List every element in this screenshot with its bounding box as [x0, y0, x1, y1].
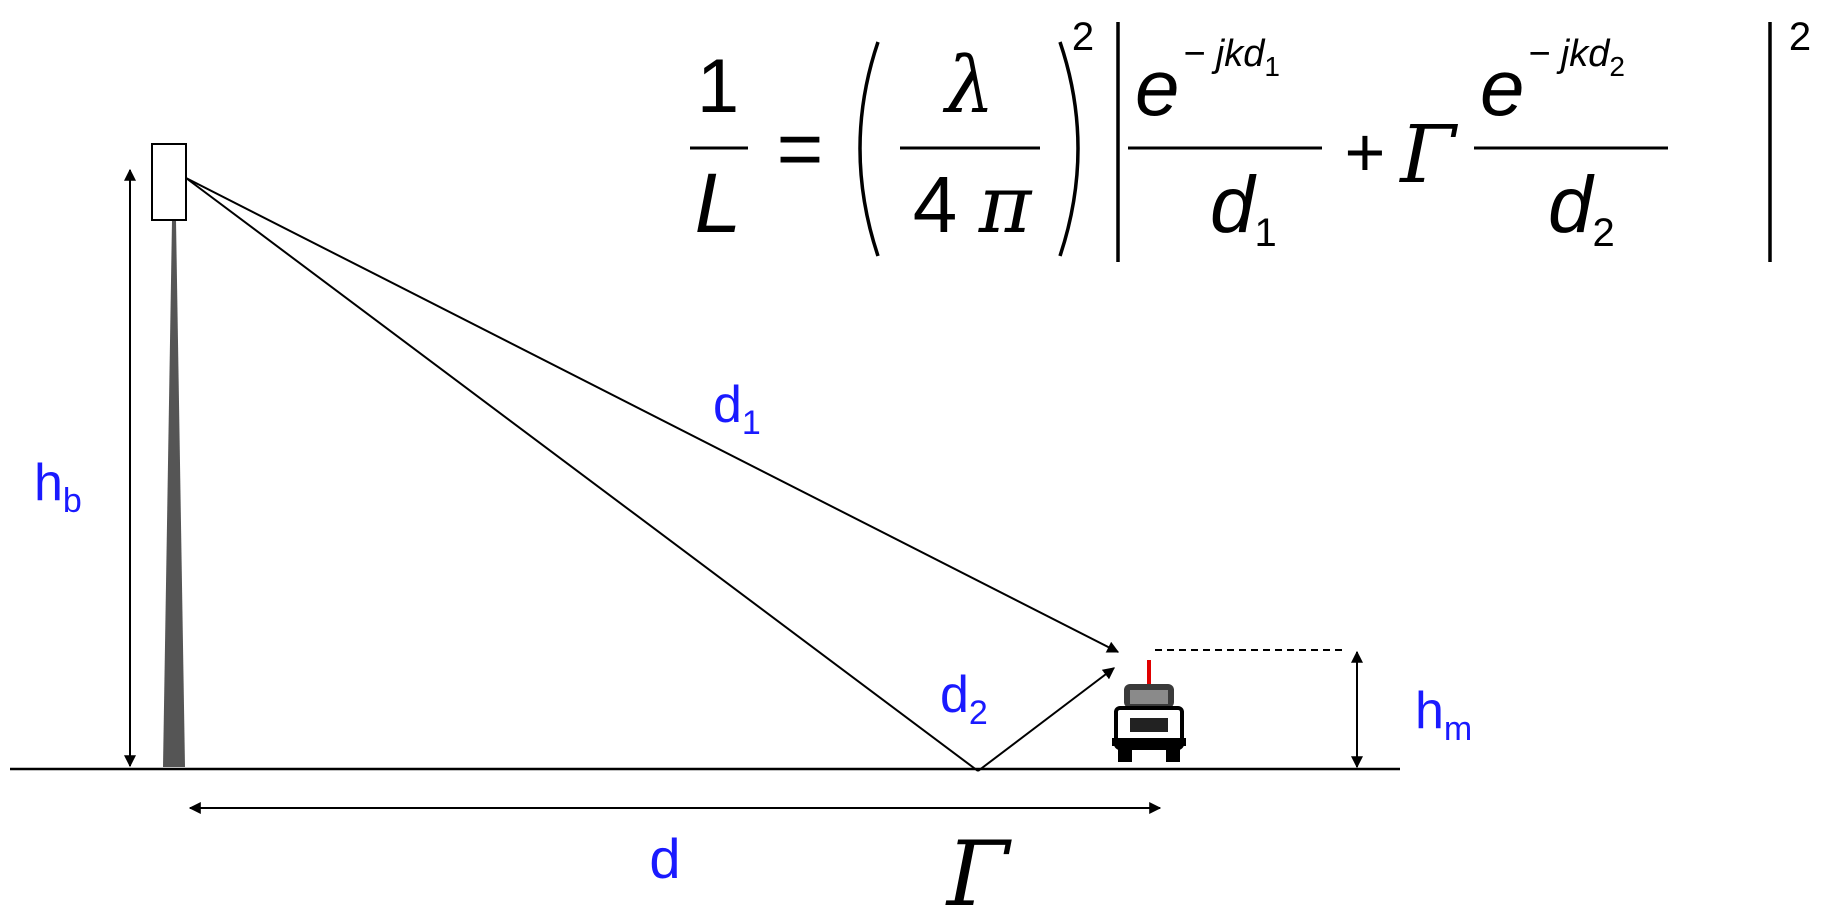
- eq-four: 4: [913, 160, 958, 249]
- eq-exp-2-base: e: [1480, 43, 1525, 132]
- gamma-reflection-label: Γ: [945, 822, 1013, 907]
- eq-left-paren: [858, 41, 880, 257]
- eq-exp-2-sup: − jkd2: [1528, 33, 1625, 82]
- vehicle-grille: [1130, 718, 1168, 732]
- eq-equals: =: [777, 104, 824, 193]
- eq-lhs-denominator: L: [695, 156, 742, 250]
- eq-den-1: d1: [1210, 160, 1277, 255]
- eq-gamma: Γ: [1398, 108, 1458, 201]
- eq-lambda: λ: [942, 41, 994, 131]
- vehicle-wheel-left: [1118, 746, 1132, 762]
- eq-square-1: 2: [1072, 15, 1094, 59]
- hb-label: hb: [34, 454, 82, 520]
- eq-den-2: d2: [1548, 160, 1615, 255]
- base-station: [151, 143, 187, 767]
- vehicle-window: [1130, 690, 1168, 704]
- d1-label: d1: [713, 376, 761, 442]
- vehicle-wheel-right: [1166, 746, 1180, 762]
- eq-pi: π: [978, 158, 1033, 251]
- tower-mast: [163, 220, 185, 767]
- tower-antenna-box: [151, 143, 187, 221]
- eq-right-paren: [1058, 41, 1080, 257]
- mobile-vehicle: [1112, 660, 1186, 762]
- direct-ray-d1: [185, 177, 1120, 653]
- d-label: d: [649, 827, 680, 890]
- reflected-ray-incident: [185, 177, 979, 772]
- hm-label: hm: [1415, 682, 1472, 748]
- reflected-ray-outgoing: [977, 667, 1115, 772]
- eq-exp-1-base: e: [1135, 43, 1180, 132]
- eq-square-2: 2: [1789, 15, 1811, 59]
- d2-label: d2: [940, 666, 988, 732]
- eq-exp-1-sup: − jkd1: [1183, 33, 1280, 82]
- eq-plus: +: [1345, 113, 1386, 191]
- eq-lhs-numerator: 1: [697, 44, 739, 129]
- equation: 1 L = λ 4 π 2 e − jkd1 d1 + Γ e − jkd2 d…: [690, 15, 1811, 262]
- vehicle-bumper: [1112, 738, 1186, 746]
